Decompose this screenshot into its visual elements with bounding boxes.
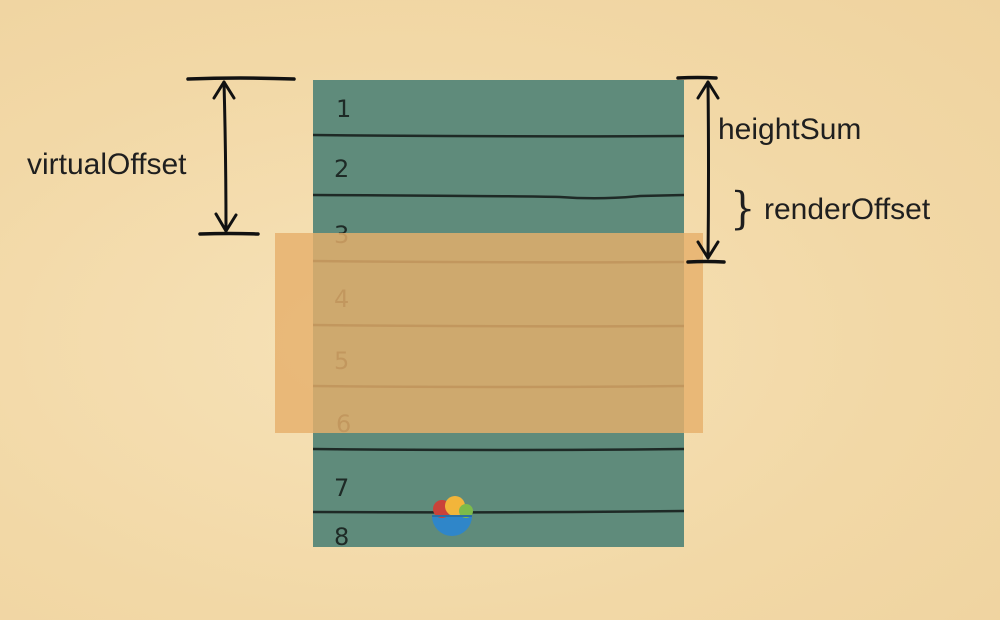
row-number: 1 [336, 95, 351, 123]
virtual-offset-top-line [186, 76, 296, 81]
virtual-offset-label: virtualOffset [27, 148, 187, 181]
height-sum-arrow-shaft [706, 80, 710, 260]
curly-brace-icon: } [730, 183, 756, 235]
height-sum-top-line [676, 75, 718, 80]
arrow-down-icon [214, 212, 238, 233]
arrow-up-icon [696, 80, 720, 100]
arrow-up-icon [212, 80, 236, 100]
fruit-bowl-logo-icon [432, 496, 473, 536]
viewport-overlay [275, 233, 703, 433]
row-number: 8 [334, 523, 349, 551]
row-separator [312, 133, 685, 138]
render-offset-label: renderOffset [764, 193, 931, 226]
row-number: 2 [334, 155, 349, 183]
row-separator [312, 447, 685, 452]
row-separator [312, 509, 685, 514]
virtual-offset-arrow-shaft [222, 80, 228, 233]
height-sum-label: heightSum [718, 113, 862, 146]
row-separator [312, 193, 685, 200]
height-sum-bottom-line [686, 259, 726, 264]
arrow-down-icon [696, 240, 720, 260]
virtual-offset-bottom-line [198, 231, 260, 236]
row-number: 7 [334, 474, 349, 502]
